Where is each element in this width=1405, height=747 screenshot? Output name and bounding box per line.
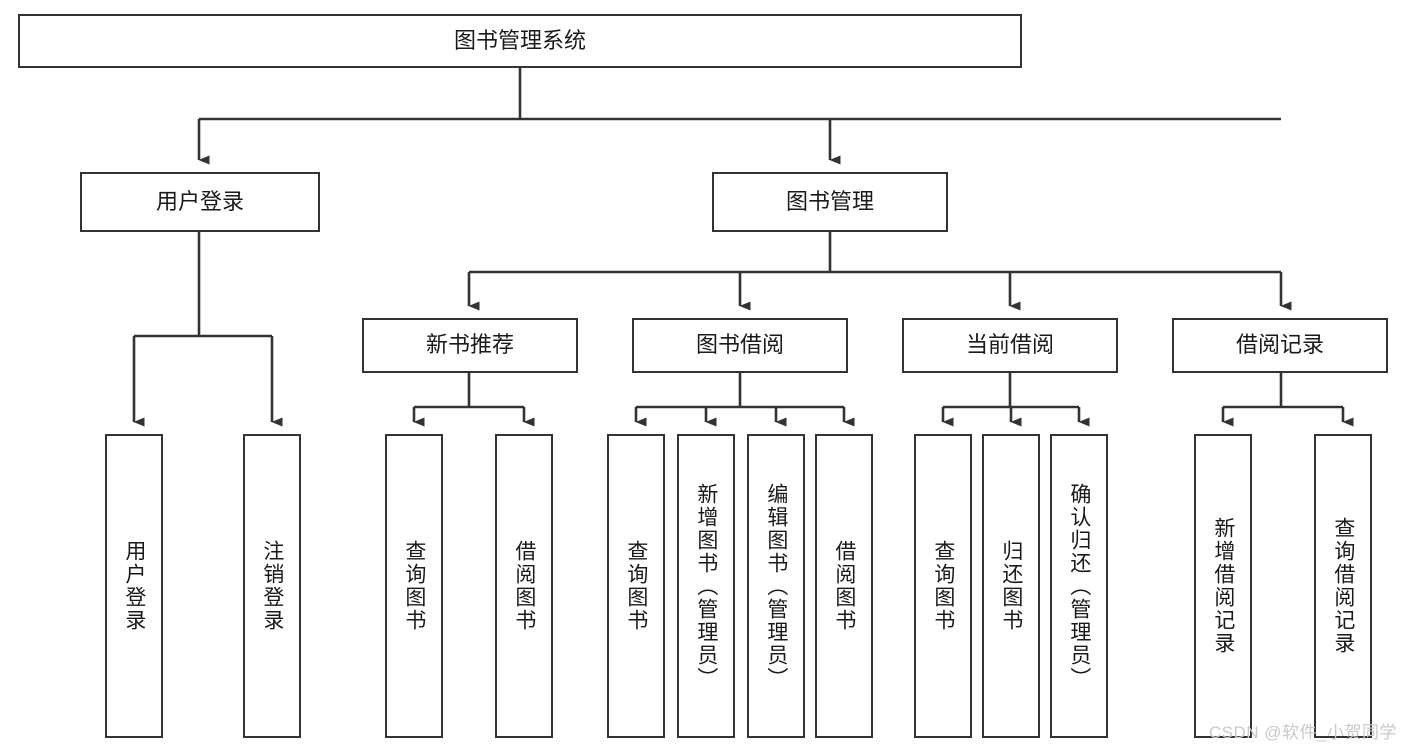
node-label: 用户登录	[122, 540, 146, 632]
node-root-system[interactable]: 图书管理系统	[18, 14, 1022, 68]
node-label: 借阅记录	[1235, 332, 1324, 358]
node-user-login[interactable]: 用户登录	[80, 172, 320, 232]
node-leaf-borrow-book-recommend[interactable]: 借阅图书	[495, 434, 553, 738]
node-label: 图书借阅	[695, 332, 784, 358]
node-label: 新增借阅记录	[1211, 517, 1235, 655]
node-label: 确认归还（管理员）	[1067, 482, 1091, 690]
node-borrow-record[interactable]: 借阅记录	[1172, 318, 1388, 373]
node-label: 新书推荐	[425, 332, 514, 358]
node-label: 借阅图书	[512, 540, 536, 632]
node-label: 图书管理	[785, 188, 874, 214]
node-label: 查询图书	[931, 540, 955, 632]
node-label: 图书管理系统	[453, 27, 586, 53]
node-leaf-add-book-admin[interactable]: 新增图书（管理员）	[677, 434, 735, 738]
node-leaf-query-book-current[interactable]: 查询图书	[914, 434, 972, 738]
node-label: 归还图书	[999, 540, 1023, 632]
node-leaf-return-book[interactable]: 归还图书	[982, 434, 1040, 738]
node-label: 查询图书	[624, 540, 648, 632]
node-leaf-confirm-return-admin[interactable]: 确认归还（管理员）	[1050, 434, 1108, 738]
node-label: 新增图书（管理员）	[694, 482, 718, 690]
node-leaf-query-book-borrow[interactable]: 查询图书	[607, 434, 665, 738]
node-new-book-recommend[interactable]: 新书推荐	[362, 318, 578, 373]
node-label: 查询借阅记录	[1331, 517, 1355, 655]
node-book-management[interactable]: 图书管理	[712, 172, 948, 232]
node-leaf-logout[interactable]: 注销登录	[243, 434, 301, 738]
node-label: 编辑图书（管理员）	[764, 482, 788, 690]
node-leaf-user-login[interactable]: 用户登录	[105, 434, 163, 738]
node-label: 借阅图书	[832, 540, 856, 632]
node-leaf-edit-book-admin[interactable]: 编辑图书（管理员）	[747, 434, 805, 738]
node-leaf-query-book-recommend[interactable]: 查询图书	[385, 434, 443, 738]
node-label: 查询图书	[402, 540, 426, 632]
node-label: 注销登录	[260, 540, 284, 632]
node-label: 当前借阅	[965, 332, 1054, 358]
node-leaf-add-borrow-record[interactable]: 新增借阅记录	[1194, 434, 1252, 738]
node-current-borrow[interactable]: 当前借阅	[902, 318, 1118, 373]
node-leaf-query-borrow-record[interactable]: 查询借阅记录	[1314, 434, 1372, 738]
node-leaf-borrow-book[interactable]: 借阅图书	[815, 434, 873, 738]
node-label: 用户登录	[155, 188, 244, 214]
node-book-borrow[interactable]: 图书借阅	[632, 318, 848, 373]
